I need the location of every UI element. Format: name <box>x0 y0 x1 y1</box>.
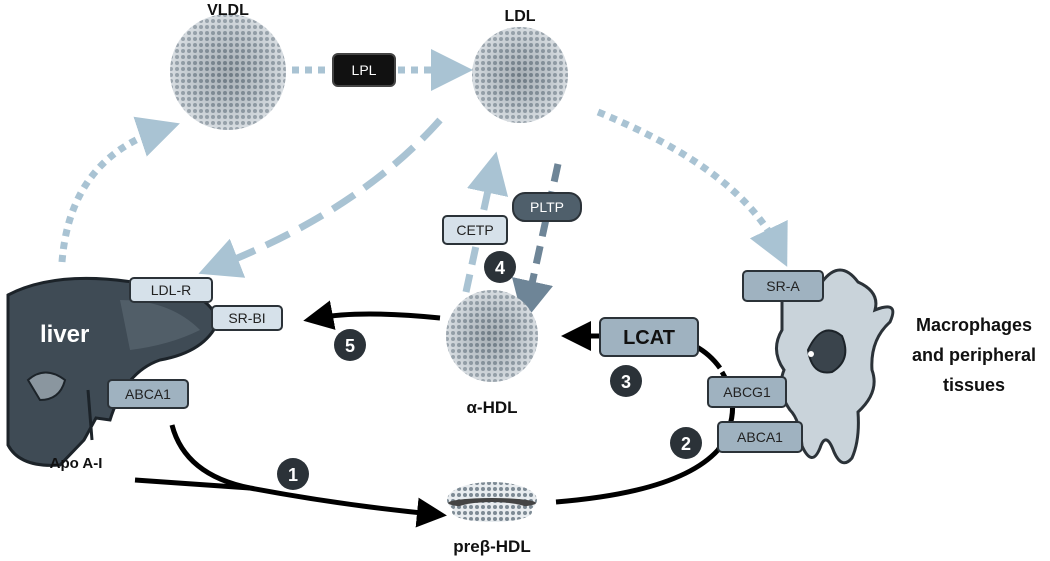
sr-bi-label: SR-BI <box>228 310 265 326</box>
liver-label: liver <box>40 321 89 348</box>
step-4-label: 4 <box>495 258 505 278</box>
abca1-liver-box: ABCA1 <box>107 379 189 409</box>
ldl-to-hdl-pltp-arrow <box>511 163 562 323</box>
prebeta-hdl-particle <box>447 482 537 522</box>
apo-a1-label: Apo A-I <box>50 455 103 472</box>
vldl-label: VLDL <box>207 2 249 19</box>
ldl-label: LDL <box>504 8 535 25</box>
pltp-label: PLTP <box>530 199 564 215</box>
ldl-r-box: LDL-R <box>129 277 213 303</box>
lpl-box: LPL <box>332 53 396 87</box>
sr-a-box: SR-A <box>742 270 824 302</box>
ldl-to-macrophage-arrow <box>596 108 788 267</box>
abcg1-box: ABCG1 <box>707 376 787 408</box>
abca1-macrophage-label: ABCA1 <box>737 429 783 445</box>
liver-organ <box>6 276 220 467</box>
prebeta-hdl-label: preβ-HDL <box>453 537 530 556</box>
lcat-label: LCAT <box>623 327 675 349</box>
pltp-box: PLTP <box>512 192 582 222</box>
liver-to-vldl-arrow <box>58 116 180 263</box>
sr-a-label: SR-A <box>766 278 800 294</box>
apoa1-branch-line <box>134 477 251 491</box>
step-2-label: 2 <box>681 434 691 454</box>
ldl-particle-dots <box>472 27 568 123</box>
lcat-box: LCAT <box>599 317 699 357</box>
step-3-marker: 3 <box>610 365 642 397</box>
ldl-r-label: LDL-R <box>151 282 191 298</box>
sr-bi-box: SR-BI <box>211 305 283 331</box>
abca1-liver-label: ABCA1 <box>125 386 171 402</box>
abca1-macrophage-box: ABCA1 <box>717 421 803 453</box>
step-2-marker: 2 <box>670 427 702 459</box>
alpha-hdl-particle-dots <box>446 290 538 382</box>
cetp-label: CETP <box>456 222 493 238</box>
macrophages-label-line3: tissues <box>943 375 1005 395</box>
macrophage-cell <box>775 268 895 465</box>
macrophages-label-line2: and peripheral <box>912 345 1036 365</box>
apoa1-to-prebeta-arrow <box>169 424 447 528</box>
vldl-particle-dots <box>170 14 286 130</box>
prebeta-to-macrophage-line <box>555 370 735 505</box>
abcg1-label: ABCG1 <box>723 384 771 400</box>
step-1-label: 1 <box>288 465 298 485</box>
alpha-hdl-label: α-HDL <box>466 398 517 417</box>
macrophages-label-line1: Macrophages <box>916 315 1032 335</box>
lpl-label: LPL <box>352 62 377 78</box>
step-5-label: 5 <box>345 336 355 356</box>
ldl-to-liver-arrow <box>198 117 443 278</box>
step-5-marker: 5 <box>334 329 366 361</box>
step-1-marker: 1 <box>277 458 309 490</box>
hdl-to-liver-arrow <box>303 300 441 330</box>
cetp-box: CETP <box>442 215 508 245</box>
step-4-marker: 4 <box>484 251 516 283</box>
step-3-label: 3 <box>621 372 631 392</box>
